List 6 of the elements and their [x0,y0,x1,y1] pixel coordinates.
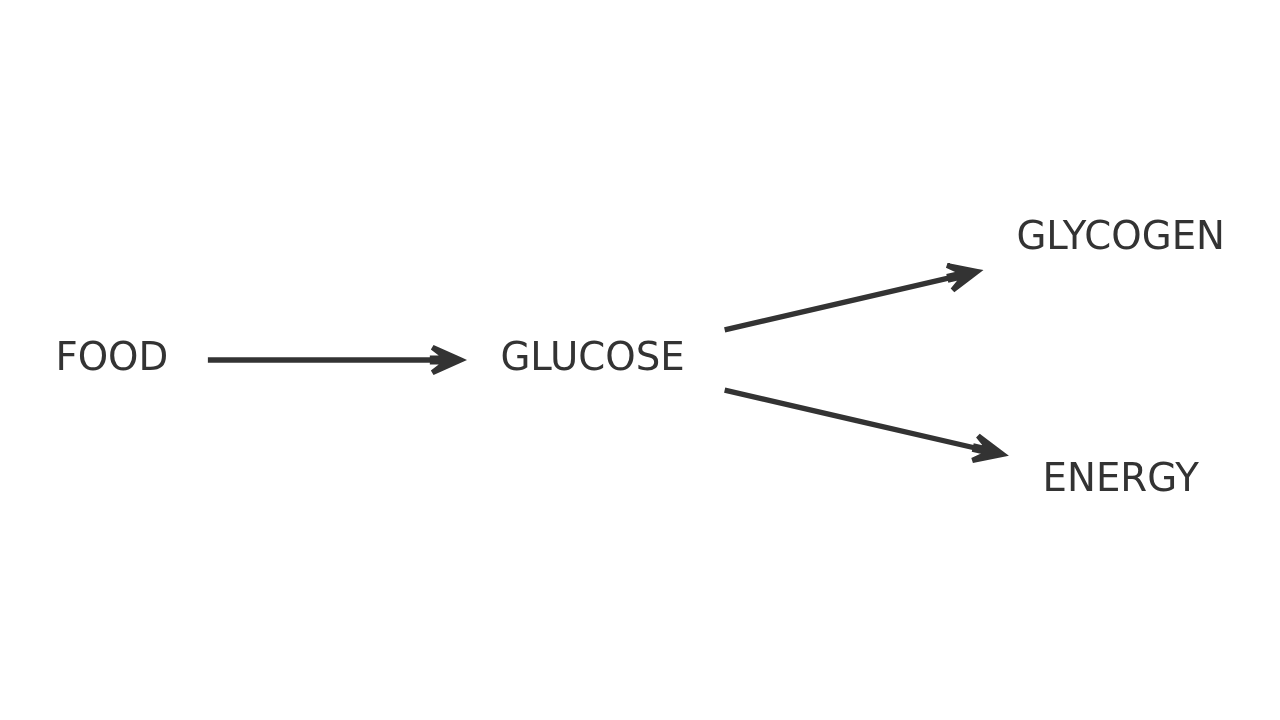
node-text: ENERGY [1042,455,1199,501]
node-text: GLUCOSE [500,333,685,379]
arrow [207,344,464,376]
arrow [724,387,1006,464]
node-text: FOOD [55,333,169,379]
node-text: GLYCOGEN [1016,212,1225,258]
